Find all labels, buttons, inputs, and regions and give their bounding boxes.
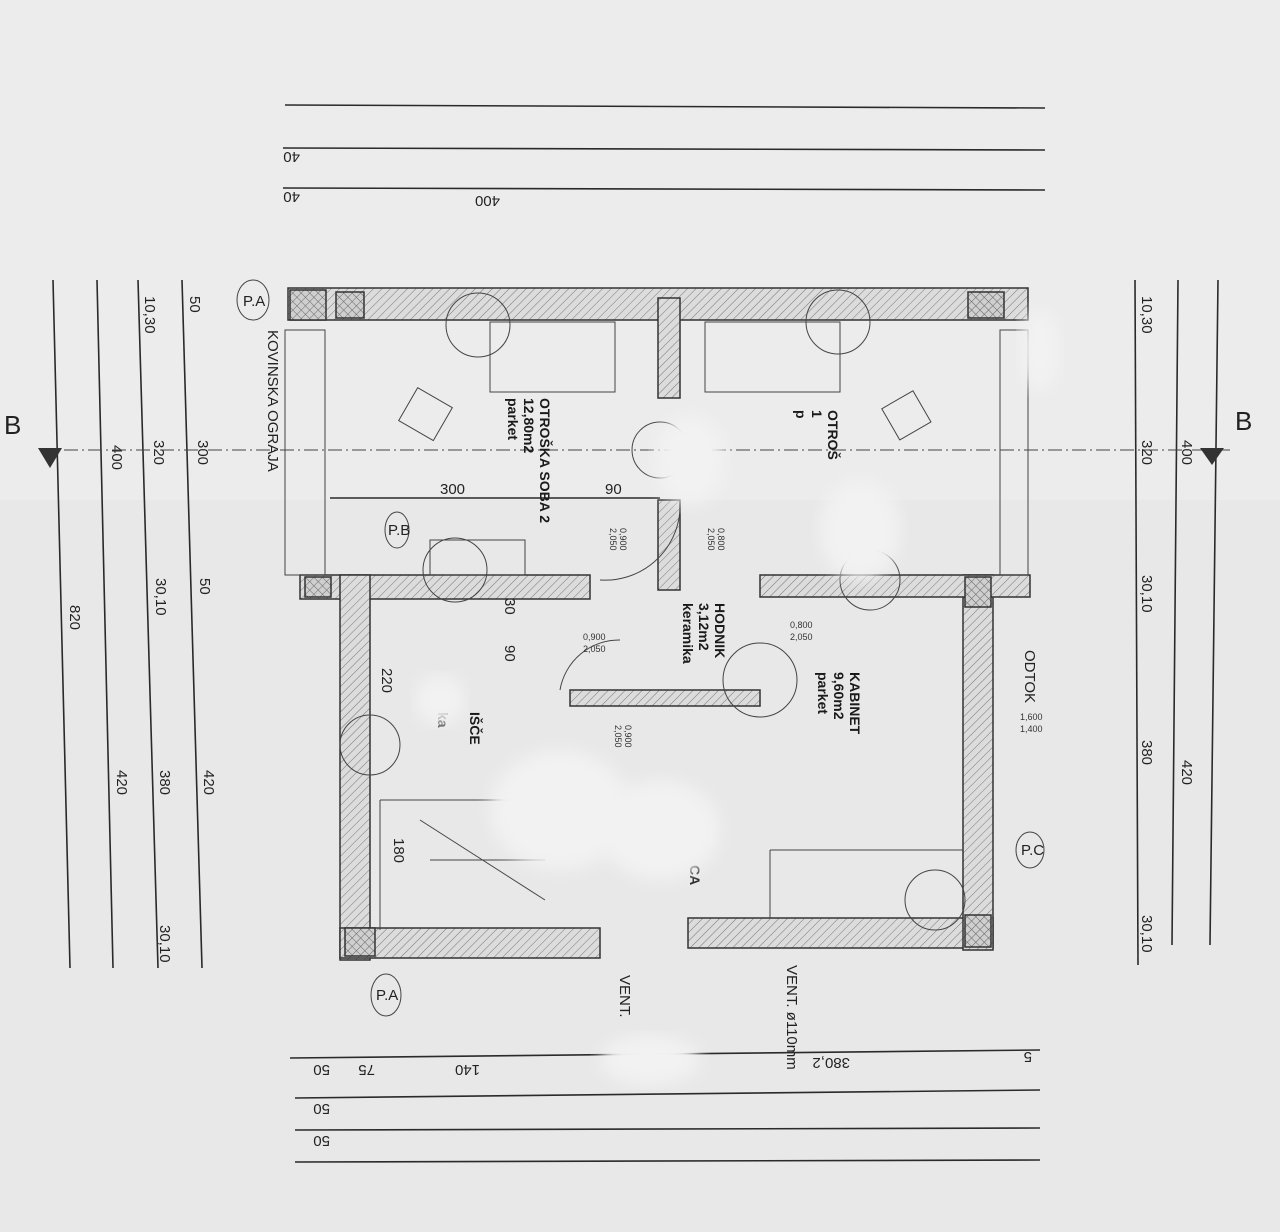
inner-dim-300: 300 bbox=[440, 481, 465, 498]
dim-bottom-50a: 50 bbox=[313, 1061, 330, 1078]
room-name: HODNIK bbox=[712, 603, 728, 658]
door-tag-h: 2,050 bbox=[706, 528, 716, 551]
room-floor: parket bbox=[815, 672, 831, 714]
room-floor: parket bbox=[505, 398, 521, 440]
dim-left-30-10a: 30,10 bbox=[152, 578, 169, 616]
axis-tag-pb: P.B bbox=[388, 522, 410, 539]
dim-left-300: 300 bbox=[194, 440, 211, 465]
dim-right-400: 400 bbox=[1178, 440, 1195, 465]
top-dimensions: 40 40 400 bbox=[282, 104, 1046, 209]
inner-dim-30: 30 bbox=[501, 598, 518, 615]
room-area: 12,80m2 bbox=[521, 398, 537, 453]
dim-left-380: 380 bbox=[156, 770, 173, 795]
dim-right-320: 320 bbox=[1138, 440, 1155, 465]
inner-dim-180: 180 bbox=[390, 838, 407, 863]
room-otroska-soba-2: OTROŠKA SOBA 2 12,80m2 parket bbox=[505, 398, 554, 523]
door-tag-h: 2,050 bbox=[790, 632, 813, 642]
axis-tag-pa-bottom: P.A bbox=[376, 987, 398, 1004]
room-name: IŠČE bbox=[467, 712, 484, 745]
dim-left-320: 320 bbox=[150, 440, 167, 465]
dim-left-820: 820 bbox=[66, 605, 83, 630]
room-name: OTROŠKA SOBA 2 bbox=[537, 398, 554, 523]
room-hodnik: HODNIK 3,12m2 keramika bbox=[680, 603, 728, 664]
door-tag-w: 0,900 bbox=[583, 632, 606, 642]
section-mark-left: B bbox=[4, 410, 21, 440]
room-name: OTROŠ bbox=[825, 410, 842, 460]
obscured-regions bbox=[415, 310, 1060, 1085]
axis-tag-pc: P.C bbox=[1021, 842, 1044, 859]
inner-dim-90b: 90 bbox=[501, 645, 518, 662]
dim-left-30-10b: 30,10 bbox=[156, 925, 173, 963]
door-tag-h: 2,050 bbox=[613, 725, 623, 748]
door-tag-w: 0,800 bbox=[790, 620, 813, 630]
dim-right-380: 380 bbox=[1138, 740, 1155, 765]
door-tag-h: 2,050 bbox=[608, 528, 618, 551]
axis-tags: P.A P.B P.A P.C bbox=[236, 279, 1045, 1017]
room-otroska-soba-1: OTROŠ 1 p bbox=[793, 410, 842, 460]
dim-left-50a: 50 bbox=[186, 296, 203, 313]
door-tag-h: 2,050 bbox=[583, 644, 606, 654]
dim-right-30-10b: 30,10 bbox=[1138, 915, 1155, 953]
axis-tag-pa-top: P.A bbox=[243, 293, 265, 310]
room-floor: keramika bbox=[680, 603, 696, 664]
dim-left-10-30: 10,30 bbox=[141, 296, 158, 334]
railing-label: KOVINSKA OGRAJA bbox=[264, 330, 281, 472]
dim-bottom-50b: 50 bbox=[313, 1100, 330, 1117]
right-dimensions: 10,30 320 30,10 380 30,10 400 420 bbox=[1134, 279, 1219, 966]
dim-left-400: 400 bbox=[108, 445, 125, 470]
dim-bottom-50c: 50 bbox=[313, 1132, 330, 1149]
dim-bottom-75: 75 bbox=[358, 1061, 375, 1078]
dim-left-50b: 50 bbox=[196, 578, 213, 595]
room-name: KABINET bbox=[847, 672, 863, 735]
section-arrow-right-icon bbox=[1200, 448, 1224, 465]
dim-bottom-140: 140 bbox=[455, 1061, 480, 1078]
odtok-label: ODTOK bbox=[1021, 650, 1038, 703]
dim-bottom-5: 5 bbox=[1024, 1048, 1032, 1065]
window-tag-h: 1,400 bbox=[1020, 724, 1043, 734]
room-area: 3,12m2 bbox=[696, 603, 712, 651]
inner-dim-90: 90 bbox=[605, 481, 622, 498]
inner-dim-220: 220 bbox=[378, 668, 395, 693]
window-tag-w: 1,600 bbox=[1020, 712, 1043, 722]
room-area: 1 bbox=[809, 410, 825, 418]
dim-top-40b: 40 bbox=[283, 188, 300, 205]
vent-label-2: VENT. ø110mm bbox=[783, 965, 800, 1070]
room-area: 9,60m2 bbox=[831, 672, 847, 720]
door-tag-w: 0,800 bbox=[716, 528, 726, 551]
section-line-b: B B bbox=[4, 406, 1252, 468]
walls bbox=[284, 287, 1031, 961]
section-mark-right: B bbox=[1235, 406, 1252, 436]
dim-left-420: 420 bbox=[113, 770, 130, 795]
room-kabinet: KABINET 9,60m2 parket bbox=[815, 672, 863, 735]
dim-top-40a: 40 bbox=[283, 148, 300, 165]
vent-label-1: VENT. bbox=[616, 975, 633, 1018]
dim-top-400: 400 bbox=[475, 192, 500, 209]
dim-right-30-10a: 30,10 bbox=[1138, 575, 1155, 613]
bottom-dimensions: 50 75 140 380,2 5 50 50 50 bbox=[289, 1048, 1041, 1163]
dim-bottom-380-2: 380,2 bbox=[812, 1054, 850, 1071]
door-tag-w: 0,900 bbox=[623, 725, 633, 748]
dim-right-10-30: 10,30 bbox=[1138, 296, 1155, 334]
room-floor: p bbox=[793, 410, 809, 419]
dim-right-420: 420 bbox=[1178, 760, 1195, 785]
section-arrow-left-icon bbox=[38, 448, 62, 468]
left-dimensions: 820 400 420 10,30 320 30,10 380 30,10 50… bbox=[52, 279, 217, 969]
door-tag-w: 0,900 bbox=[618, 528, 628, 551]
dim-left-420b: 420 bbox=[200, 770, 217, 795]
